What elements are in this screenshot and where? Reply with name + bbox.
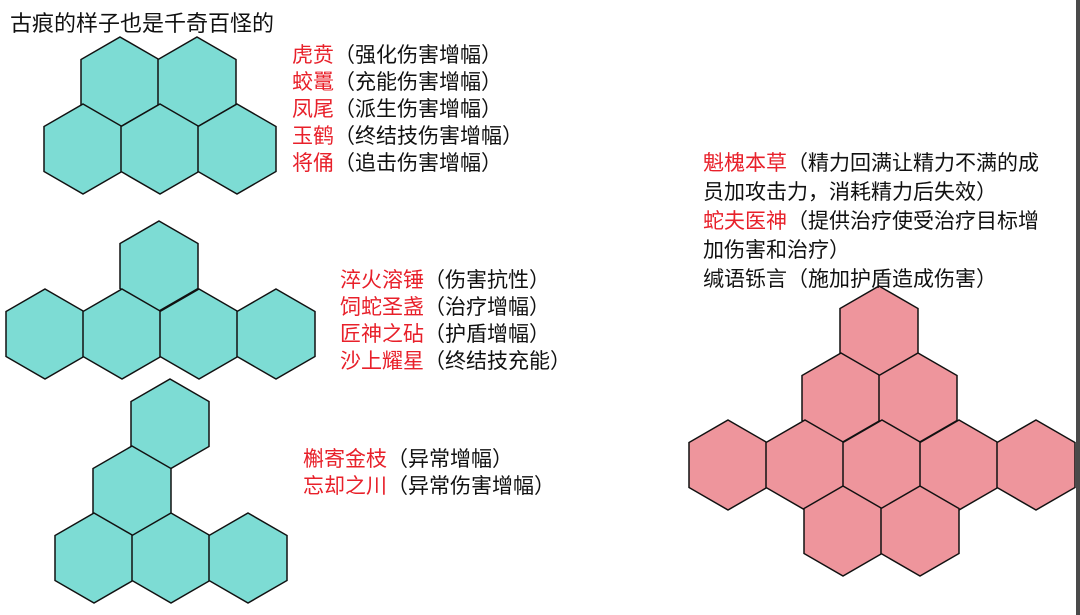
group2-entry: 淬火溶锤（伤害抗性） (340, 267, 571, 294)
group3-hex-cluster (54, 378, 288, 604)
entry-desc: （异常伤害增幅） (387, 474, 555, 498)
entry-name: 淬火溶锤 (340, 268, 424, 292)
group4-entry: 缄语铄言（施加护盾造成伤害） (703, 265, 1039, 294)
group4-entry: 魁槐本草（精力回满让精力不满的成 (703, 149, 1039, 178)
group1-entry: 凤尾（派生伤害增幅） (292, 96, 523, 123)
group3-entry: 槲寄金枝（异常增幅） (303, 446, 555, 473)
group2-hex-cluster (5, 220, 316, 380)
page-title: 古痕的样子也是千奇百怪的 (10, 12, 275, 37)
entry-name: 虎贲 (292, 43, 334, 67)
entry-desc: （精力回满让精力不满的成 (787, 151, 1039, 175)
entry-desc: （充能伤害增幅） (334, 70, 502, 94)
entry-name: 饲蛇圣盏 (340, 295, 424, 319)
entry-name: 沙上耀星 (340, 349, 424, 373)
entry-name: 玉鹤 (292, 124, 334, 148)
entry-desc: （终结技伤害增幅） (334, 124, 523, 148)
group2-entry: 饲蛇圣盏（治疗增幅） (340, 294, 571, 321)
entry-desc-continued: 员加攻击力，消耗精力后失效） (703, 180, 997, 204)
entry-desc: （终结技充能） (424, 349, 571, 373)
entry-name: 匠神之砧 (340, 322, 424, 346)
entry-desc: （伤害抗性） (424, 268, 550, 292)
group1-entry: 将俑（追击伤害增幅） (292, 150, 523, 177)
edge-divider (1076, 0, 1080, 615)
hexagon-cell (197, 103, 277, 195)
hexagon-cell (996, 419, 1076, 511)
group2-labels: 淬火溶锤（伤害抗性） 饲蛇圣盏（治疗增幅） 匠神之砧（护盾增幅） 沙上耀星（终结… (340, 267, 571, 375)
hexagon-cell (688, 419, 768, 511)
group4-labels: 魁槐本草（精力回满让精力不满的成 员加攻击力，消耗精力后失效） 蛇夫医神（提供治… (703, 149, 1039, 294)
entry-desc: （强化伤害增幅） (334, 43, 502, 67)
entry-desc: （施加护盾造成伤害） (787, 267, 997, 291)
entry-name: 忘却之川 (303, 474, 387, 498)
entry-desc-continued: 加伤害和治疗） (703, 238, 850, 262)
group1-entry: 虎贲（强化伤害增幅） (292, 42, 523, 69)
entry-name: 缄语铄言 (703, 267, 787, 291)
group1-entry: 蛟鼍（充能伤害增幅） (292, 69, 523, 96)
entry-desc: （异常增幅） (387, 447, 513, 471)
group3-labels: 槲寄金枝（异常增幅） 忘却之川（异常伤害增幅） (303, 446, 555, 500)
entry-desc: （派生伤害增幅） (334, 97, 502, 121)
entry-name: 将俑 (292, 151, 334, 175)
hexagon-cell (208, 512, 288, 604)
group1-labels: 虎贲（强化伤害增幅） 蛟鼍（充能伤害增幅） 凤尾（派生伤害增幅） 玉鹤（终结技伤… (292, 42, 523, 177)
group2-entry: 匠神之砧（护盾增幅） (340, 321, 571, 348)
group1-entry: 玉鹤（终结技伤害增幅） (292, 123, 523, 150)
entry-name: 魁槐本草 (703, 151, 787, 175)
entry-desc: （提供治疗使受治疗目标增 (787, 209, 1039, 233)
group4-hex-cluster (688, 285, 1076, 577)
entry-name: 蛟鼍 (292, 70, 334, 94)
group3-entry: 忘却之川（异常伤害增幅） (303, 473, 555, 500)
group1-hex-cluster (43, 36, 277, 195)
group2-entry: 沙上耀星（终结技充能） (340, 348, 571, 375)
entry-name: 蛇夫医神 (703, 209, 787, 233)
entry-desc: （追击伤害增幅） (334, 151, 502, 175)
hexagon-cell (880, 485, 960, 577)
entry-name: 凤尾 (292, 97, 334, 121)
entry-desc: （护盾增幅） (424, 322, 550, 346)
hexagon-cell (5, 288, 85, 380)
entry-desc: （治疗增幅） (424, 295, 550, 319)
hexagon-cell (236, 288, 316, 380)
group4-entry: 蛇夫医神（提供治疗使受治疗目标增 (703, 207, 1039, 236)
entry-name: 槲寄金枝 (303, 447, 387, 471)
